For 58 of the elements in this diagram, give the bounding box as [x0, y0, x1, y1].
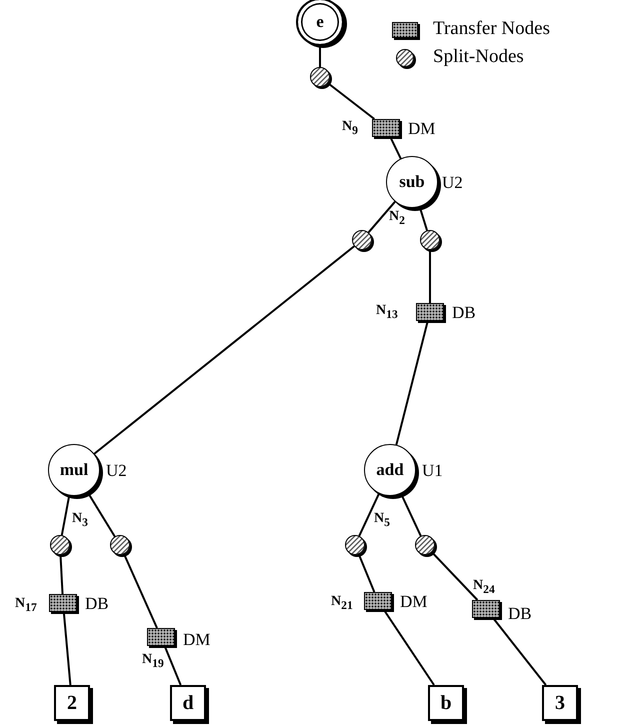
node-annotation: N$_{24}$ — [473, 579, 495, 596]
double-circle-node: e — [296, 0, 344, 46]
node-annotation: N$_{3}$ — [72, 512, 88, 528]
connector-line — [492, 617, 547, 686]
transfer-node — [472, 600, 500, 618]
transfer-node — [372, 119, 400, 137]
split-node — [345, 535, 365, 555]
transfer-node — [364, 592, 392, 610]
transfer-node — [49, 594, 77, 612]
connector-line — [123, 554, 158, 628]
transfer-node — [416, 303, 444, 321]
node-annotation: DM — [400, 593, 428, 610]
split-node — [415, 535, 435, 555]
connector-line — [94, 245, 355, 455]
connector-line — [431, 552, 478, 601]
connector-line — [389, 136, 402, 159]
connector-line — [358, 554, 376, 592]
connector-line — [60, 554, 64, 594]
node-annotation: DB — [508, 605, 532, 622]
node-annotation: N$_{9}$ — [342, 120, 358, 136]
operation-circle: mul — [48, 444, 100, 496]
node-annotation: N$_{2}$ — [389, 210, 405, 226]
node-annotation: DM — [183, 631, 210, 648]
connector-line — [358, 493, 380, 536]
split-node — [352, 230, 372, 250]
node-annotation: U1 — [422, 462, 443, 479]
leaf-box: d — [170, 685, 206, 721]
node-annotation: N$_{19}$ — [142, 653, 164, 670]
node-annotation: DM — [408, 120, 436, 137]
legend-text: Split-Nodes — [433, 46, 524, 68]
connector-line — [62, 612, 72, 686]
node-annotation: DB — [85, 595, 109, 612]
split-node — [420, 230, 440, 250]
connector-line — [395, 320, 429, 446]
leaf-box: 3 — [542, 685, 578, 721]
transfer-node — [147, 628, 175, 646]
split-node — [110, 535, 130, 555]
node-annotation: DB — [452, 304, 476, 321]
connector-line — [164, 646, 182, 686]
connector-line — [60, 495, 70, 536]
legend-text: Transfer Nodes — [433, 18, 550, 40]
split-node — [310, 67, 330, 87]
node-annotation: N$_{13}$ — [376, 304, 398, 320]
operation-circle: add — [364, 444, 416, 496]
operation-circle: sub — [386, 156, 438, 208]
node-annotation: U2 — [442, 174, 463, 191]
leaf-box: b — [428, 685, 464, 721]
split-node — [50, 535, 70, 555]
node-annotation: N$_{21}$ — [331, 595, 353, 612]
connector-line — [383, 609, 435, 686]
connector-line — [327, 82, 375, 120]
node-annotation: N$_{5}$ — [374, 512, 390, 528]
node-annotation: U2 — [106, 462, 127, 479]
leaf-box: 2 — [54, 685, 90, 721]
connector-line — [319, 46, 321, 67]
connector-line — [429, 250, 431, 303]
connector-line — [368, 201, 396, 234]
node-annotation: N$_{17}$ — [15, 597, 37, 614]
